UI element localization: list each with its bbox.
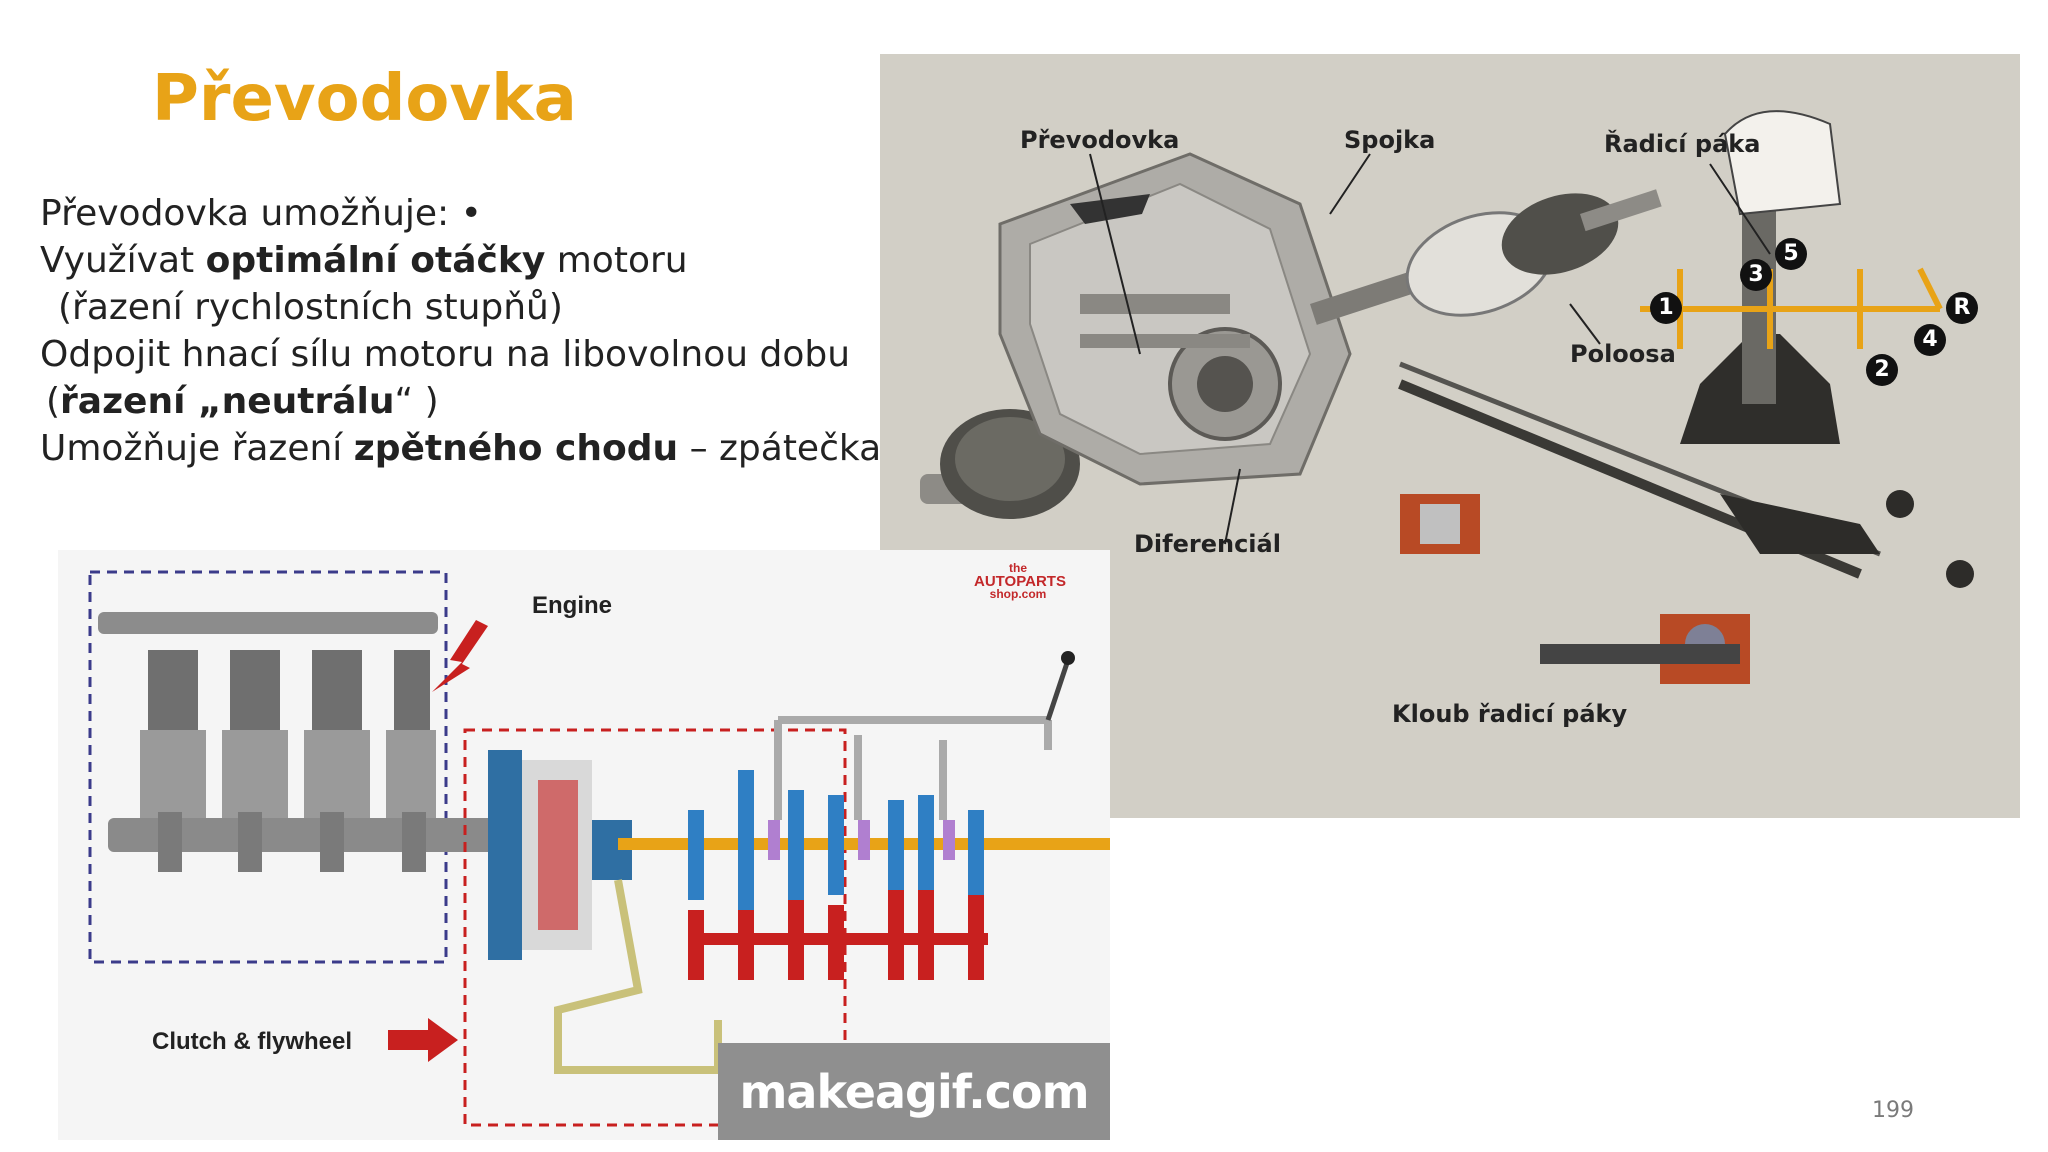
label-kloub: Kloub řadicí páky <box>1392 700 1628 728</box>
text-bold: řazení „neutrálu <box>60 381 395 422</box>
gear-r-badge: R <box>1946 292 1978 324</box>
bullet-line: Využívat optimální otáčky motoru <box>40 237 880 284</box>
label-poloosa: Poloosa <box>1570 340 1676 368</box>
gear-5-badge: 5 <box>1775 238 1807 270</box>
slide-title: Převodovka <box>152 62 577 136</box>
shaft-right <box>1310 270 1422 325</box>
label-prevodovka: Převodovka <box>1020 126 1180 154</box>
logo-line: AUTOPARTS <box>974 573 1066 590</box>
text-bold: optimální otáčky <box>205 240 546 281</box>
logo-line: shop.com <box>989 587 1047 601</box>
label-diferencial: Diferenciál <box>1134 530 1281 558</box>
synchro-rings <box>768 820 955 860</box>
gear-lever <box>1045 659 1071 721</box>
flywheel <box>488 750 522 960</box>
bullet-line: Převodovka umožňuje: • <box>40 193 482 234</box>
gearbox-drawing <box>920 110 1974 684</box>
gear-1-badge: 1 <box>1650 292 1682 324</box>
autoparts-logo: the AUTOPARTS shop.com <box>974 561 1066 614</box>
bullet-line: (řazení rychlostních stupňů) <box>58 287 563 328</box>
text-normal: – zpátečka <box>678 428 882 469</box>
camshaft <box>98 612 438 634</box>
text-normal: motoru <box>545 240 688 281</box>
selector-rods <box>774 716 1052 820</box>
leader-lines <box>1089 153 1771 545</box>
cylinders <box>148 650 430 730</box>
text-normal: ( <box>46 381 61 422</box>
bullet-line: Odpojit hnací sílu motoru na libovolnou … <box>40 334 851 375</box>
logo-line: the <box>1009 561 1027 575</box>
gear-4-badge: 4 <box>1914 324 1946 356</box>
label-spojka: Spojka <box>1344 126 1436 154</box>
drivetrain-drawing <box>88 570 1110 1127</box>
engine-gearbox-animation: Engine Clutch & flywheel the AUTOPARTS s… <box>58 550 1110 1140</box>
makeagif-watermark: makeagif.com <box>718 1043 1110 1140</box>
engine-box <box>88 570 448 964</box>
text-normal: Umožňuje řazení <box>40 428 354 469</box>
gear-3-badge: 3 <box>1740 259 1772 291</box>
text-normal: Využívat <box>40 240 206 281</box>
bullet-line: (řazení „neutrálu“ ) <box>40 378 880 425</box>
bullet-line: Umožňuje řazení zpětného chodu – zpátečk… <box>40 425 882 472</box>
page-number: 199 <box>1872 1098 1914 1123</box>
label-engine: Engine <box>532 592 613 619</box>
text-bold: zpětného chodu <box>353 428 679 469</box>
label-radici-paka: Řadicí páka <box>1604 130 1761 158</box>
label-clutch-flywheel: Clutch & flywheel <box>152 1028 353 1055</box>
engine-arrow <box>432 620 488 692</box>
text-normal: “ ) <box>394 381 439 422</box>
shift-gate <box>1640 267 1943 349</box>
gears-upper <box>688 770 984 910</box>
gear-2-badge: 2 <box>1866 354 1898 386</box>
counter-shaft <box>698 933 988 945</box>
bullet-list: Převodovka umožňuje: • Využívat optimáln… <box>40 190 882 472</box>
clutch-arrow <box>388 1018 458 1062</box>
hand <box>1723 110 1842 216</box>
clutch-box <box>463 728 847 1127</box>
